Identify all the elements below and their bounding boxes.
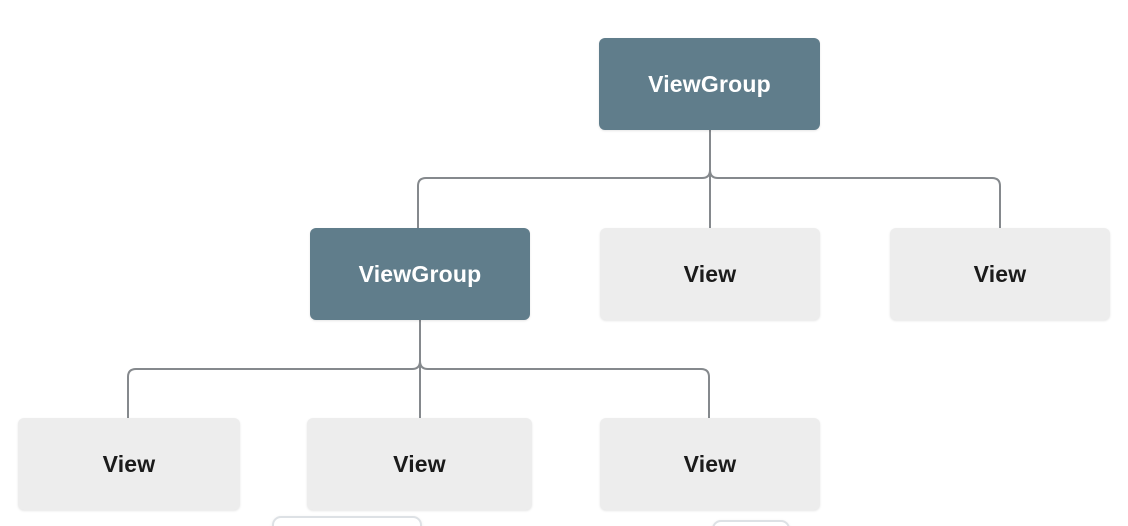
node-view-level3-right: View bbox=[600, 418, 820, 510]
edge-group-to-l3-view3 bbox=[419, 360, 710, 419]
node-viewgroup-root: ViewGroup bbox=[599, 38, 820, 130]
node-label: View bbox=[683, 450, 737, 477]
edge-root-to-l2-view2 bbox=[709, 169, 1001, 229]
edge-root-to-l2-group bbox=[417, 169, 711, 229]
node-label: View bbox=[102, 450, 156, 477]
partial-node-cutoff-right bbox=[712, 520, 790, 526]
node-viewgroup-child: ViewGroup bbox=[310, 228, 530, 320]
node-view-level2-middle: View bbox=[600, 228, 820, 320]
node-label: View bbox=[683, 260, 737, 287]
node-view-level3-left: View bbox=[18, 418, 240, 510]
node-view-level2-right: View bbox=[890, 228, 1110, 320]
partial-node-cutoff-left bbox=[272, 516, 422, 526]
edge-group-to-l3-view1 bbox=[127, 360, 421, 419]
node-label: ViewGroup bbox=[358, 260, 482, 287]
node-label: ViewGroup bbox=[648, 70, 771, 97]
node-label: View bbox=[973, 260, 1027, 287]
node-label: View bbox=[393, 450, 446, 477]
node-view-level3-middle: View bbox=[307, 418, 532, 510]
